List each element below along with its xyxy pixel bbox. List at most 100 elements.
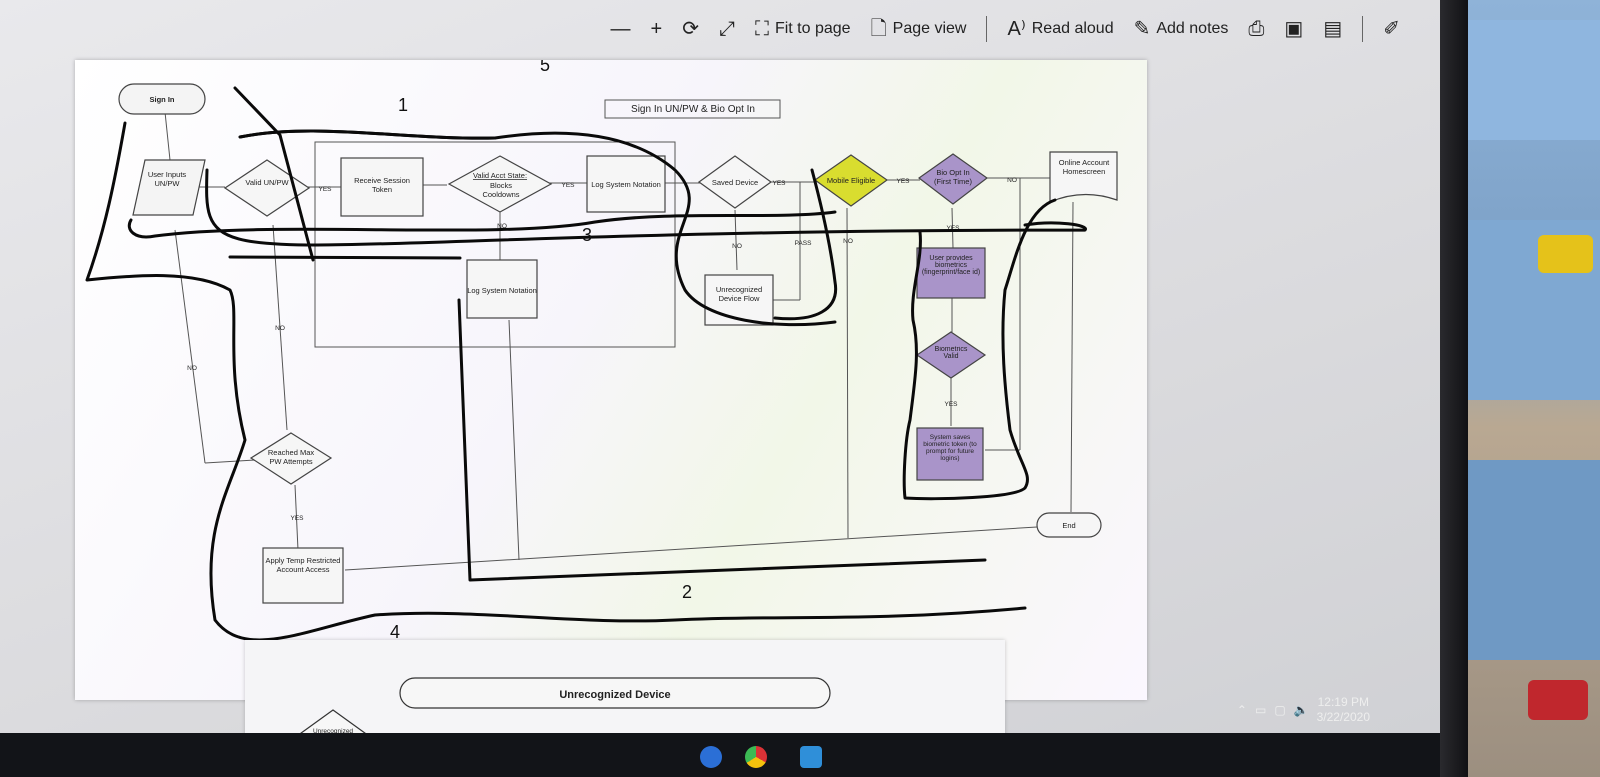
print-button[interactable]: ⎙ bbox=[1248, 19, 1264, 39]
rotate-button[interactable]: ⟳ bbox=[682, 19, 699, 39]
clock-time: 12:19 PM bbox=[1317, 695, 1369, 709]
handwritten-markup bbox=[85, 86, 1087, 642]
laptop-screen: — + ⟳ ⤢ ⛶ Fit to page 🗋 Page view A⁾ Rea… bbox=[0, 0, 1455, 777]
toolbar-divider bbox=[986, 16, 988, 42]
plus-icon: + bbox=[650, 18, 663, 40]
sign-in-label: Sign In bbox=[150, 95, 175, 104]
document-page[interactable]: Sign In User Inputs UN/PW Valid UN/PW Re… bbox=[75, 55, 1147, 700]
saved-device-diamond bbox=[697, 155, 773, 209]
biometrics-valid-diamond bbox=[915, 331, 987, 379]
volume-icon[interactable]: 🔈 bbox=[1293, 703, 1309, 717]
blocks-cooldowns-label: Blocks Cooldowns bbox=[482, 181, 520, 199]
print-icon: ⎙ bbox=[1248, 18, 1265, 40]
clock[interactable]: 12:19 PM 3/22/2020 bbox=[1317, 695, 1370, 725]
log-system-notation-box-1 bbox=[586, 155, 666, 213]
end-terminal bbox=[1036, 512, 1102, 538]
read-aloud-button[interactable]: A⁾ Read aloud bbox=[1007, 19, 1113, 39]
unrecognized-device-flow-label: Unrecognized Device Flow bbox=[715, 285, 763, 303]
edge-no-1: NO bbox=[497, 223, 507, 230]
read-aloud-icon: A⁾ bbox=[1007, 18, 1026, 40]
minus-icon: — bbox=[610, 18, 631, 40]
clock-date: 3/22/2020 bbox=[1316, 710, 1370, 724]
page-view-button[interactable]: 🗋 Page view bbox=[871, 19, 967, 39]
fit-to-page-button[interactable]: ⛶ Fit to page bbox=[755, 19, 851, 39]
annotation-5: 5 bbox=[540, 60, 550, 75]
save-as-icon: ▤ bbox=[1323, 18, 1343, 40]
annotation-1: 1 bbox=[398, 95, 408, 115]
page-view-label: Page view bbox=[892, 20, 967, 37]
edge-yes-4: YES bbox=[896, 178, 910, 185]
user-inputs-label: User Inputs UN/PW bbox=[147, 170, 187, 188]
fullscreen-button[interactable]: ⤢ bbox=[719, 19, 735, 39]
save-icon: ▣ bbox=[1284, 18, 1304, 40]
app-icon[interactable] bbox=[800, 746, 822, 768]
sign-in-terminal bbox=[118, 83, 206, 115]
log-system-notation-box-2 bbox=[466, 259, 538, 319]
save-as-button[interactable]: ▤ bbox=[1323, 19, 1342, 39]
save-button[interactable]: ▣ bbox=[1284, 19, 1303, 39]
apply-temp-box bbox=[262, 547, 344, 604]
fit-page-icon: ⛶ bbox=[754, 18, 769, 40]
pin-button[interactable]: ✐ bbox=[1383, 19, 1400, 39]
background-room bbox=[1468, 0, 1600, 777]
biometrics-valid-label: Biometrics Valid bbox=[934, 346, 968, 360]
system-tray: ⌃ ▭ ▢ 🔈 12:19 PM 3/22/2020 bbox=[1190, 690, 1370, 730]
mobile-eligible-diamond bbox=[813, 154, 889, 207]
online-homescreen-label: Online Account Homescreen bbox=[1058, 158, 1110, 176]
edge-yes-5: YES bbox=[946, 225, 960, 232]
red-toy bbox=[1528, 680, 1588, 720]
edge-yes-6: YES bbox=[944, 401, 958, 408]
reached-max-diamond bbox=[249, 432, 333, 485]
log-system-notation-label-1: Log System Notation bbox=[591, 180, 661, 189]
unrecognized-device-flow-box bbox=[704, 274, 774, 326]
edge-no-6: NO bbox=[187, 365, 197, 372]
blue-shelf-top bbox=[1468, 20, 1600, 140]
edge-pass: PASS bbox=[795, 240, 813, 247]
zoom-out-button[interactable]: — bbox=[611, 19, 631, 39]
toolbar-divider-2 bbox=[1362, 16, 1364, 42]
bio-opt-in-diamond bbox=[917, 153, 989, 205]
network-icon[interactable]: ▢ bbox=[1274, 703, 1286, 717]
user-provides-biometrics-box bbox=[916, 247, 986, 299]
valid-acct-state-label: Valid Acct State: bbox=[473, 171, 527, 180]
system-saves-token-box bbox=[916, 427, 984, 481]
user-provides-biometrics-label: User provides biometrics (fingerprint/fa… bbox=[921, 255, 981, 276]
user-inputs-parallelogram bbox=[132, 159, 206, 216]
log-system-notation-label-2: Log System Notation bbox=[467, 286, 537, 295]
valid-unpw-label: Valid UN/PW bbox=[245, 178, 289, 187]
pdf-toolbar: — + ⟳ ⤢ ⛶ Fit to page 🗋 Page view A⁾ Rea… bbox=[0, 0, 1440, 58]
edge-yes-2: YES bbox=[561, 182, 575, 189]
mobile-eligible-label: Mobile Eligible bbox=[827, 176, 875, 185]
flowchart-diagram: Sign In User Inputs UN/PW Valid UN/PW Re… bbox=[85, 55, 1118, 642]
zoom-in-button[interactable]: + bbox=[651, 19, 663, 39]
edge-yes-3: YES bbox=[772, 180, 786, 187]
flowchart-title: Sign In UN/PW & Bio Opt In bbox=[631, 104, 755, 115]
toy-truck bbox=[1538, 235, 1593, 273]
valid-unpw-diamond bbox=[223, 159, 311, 217]
fit-to-page-label: Fit to page bbox=[774, 20, 851, 37]
edge-browser-icon[interactable] bbox=[700, 746, 722, 768]
edge-no-5: NO bbox=[275, 325, 285, 332]
receive-session-token-box bbox=[340, 157, 424, 217]
battery-icon[interactable]: ▭ bbox=[1254, 703, 1267, 717]
add-notes-button[interactable]: ✎ Add notes bbox=[1134, 19, 1229, 39]
blue-shelf-bottom bbox=[1468, 460, 1600, 660]
edge-no-4: NO bbox=[1007, 177, 1017, 184]
saved-device-label: Saved Device bbox=[712, 178, 758, 187]
edge-yes-7: YES bbox=[290, 515, 304, 522]
page-icon: 🗋 bbox=[870, 18, 887, 40]
end-label: End bbox=[1062, 521, 1075, 530]
edge-no-2: NO bbox=[732, 243, 742, 250]
receive-session-token-label: Receive Session Token bbox=[354, 176, 410, 194]
laptop-bezel bbox=[1440, 0, 1468, 777]
annotation-4: 4 bbox=[390, 622, 400, 642]
valid-acct-state-diamond bbox=[447, 155, 553, 213]
add-notes-label: Add notes bbox=[1156, 20, 1229, 37]
edge-yes-1: YES bbox=[318, 186, 332, 193]
page2-banner: Unrecognized Device bbox=[559, 689, 670, 701]
chrome-icon[interactable] bbox=[745, 746, 767, 768]
annotation-3: 3 bbox=[582, 225, 592, 245]
chevron-up-icon[interactable]: ⌃ bbox=[1236, 703, 1247, 717]
reached-max-label: Reached Max PW Attempts bbox=[267, 448, 315, 466]
pen-icon: ✎ bbox=[1133, 18, 1151, 40]
